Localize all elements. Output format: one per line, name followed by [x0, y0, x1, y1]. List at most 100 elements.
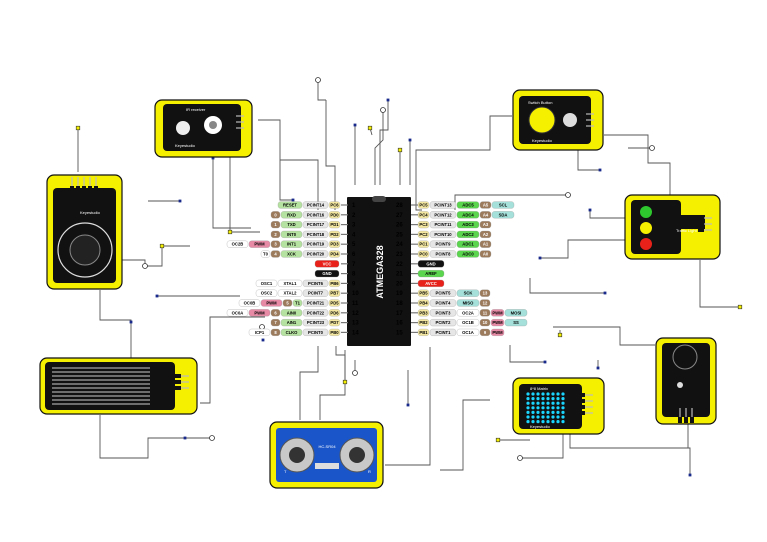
matrix-dot — [541, 406, 545, 410]
matrix-dot — [546, 406, 550, 410]
wire-end — [261, 338, 265, 342]
header-pin — [580, 118, 586, 122]
port-label — [417, 289, 430, 297]
header-pin — [70, 186, 74, 192]
matrix-dot — [531, 397, 535, 401]
matrix-dot — [551, 420, 555, 424]
func-label — [504, 319, 528, 327]
matrix-dot — [536, 415, 540, 419]
pcint-label-text: PCINT1 — [436, 330, 452, 335]
matrix-dot — [561, 410, 565, 414]
func-label-text: XTAL1 — [284, 281, 298, 286]
func-label-text: 3 — [274, 242, 277, 247]
matrix-dot — [551, 415, 555, 419]
port-label — [328, 250, 341, 258]
pin-number: 19 — [396, 291, 403, 297]
matrix-dot — [531, 401, 535, 405]
func-label — [456, 221, 480, 229]
port-label-text: PD7 — [330, 320, 339, 325]
port-label — [328, 319, 341, 327]
wire-terminal — [75, 125, 81, 131]
port-label — [417, 211, 430, 219]
pin-number: 8 — [352, 272, 356, 278]
func-label — [248, 328, 271, 336]
func-label — [456, 319, 480, 327]
pcint-label — [302, 250, 329, 258]
pcint-label — [429, 309, 457, 317]
wire-end — [598, 168, 602, 172]
port-label — [328, 289, 341, 297]
header-pin — [684, 417, 688, 423]
wire — [99, 415, 202, 459]
matrix-dot — [541, 415, 545, 419]
joystick-knob — [69, 234, 101, 266]
wire — [212, 158, 251, 229]
pcint-label-text: PCINT11 — [435, 222, 453, 227]
func-label — [277, 279, 303, 287]
port-label — [417, 250, 430, 258]
func-label-text: 6 — [274, 310, 277, 315]
func-label-text: CLKO — [286, 330, 299, 335]
func-label — [456, 211, 480, 219]
ultrasonic-crystal — [315, 463, 339, 469]
port-label — [417, 299, 430, 307]
pin-number: 7 — [352, 262, 356, 268]
port-label — [417, 240, 430, 248]
pcint-label-text: PCINT21 — [307, 301, 325, 306]
water-sensor-module — [39, 357, 198, 415]
header-pin — [580, 124, 586, 128]
matrix-dot — [531, 406, 535, 410]
pin-number: 18 — [396, 301, 403, 307]
matrix-dot — [541, 410, 545, 414]
port-label-text: PC5 — [419, 203, 428, 208]
func-label-text: RESET — [283, 203, 297, 208]
wire-terminal — [367, 125, 373, 131]
port-label — [417, 221, 430, 229]
matrix-dot — [556, 397, 560, 401]
matrix-dot — [536, 406, 540, 410]
wire — [699, 260, 740, 308]
header-pin — [698, 228, 704, 232]
transmitter-mesh — [289, 447, 305, 463]
func-label-text: 7 — [274, 320, 277, 325]
func-label-text: XTAL2 — [284, 291, 298, 296]
pcint-label — [429, 221, 457, 229]
func-label-text: T1 — [295, 301, 301, 306]
wire-end — [211, 156, 215, 160]
wire — [379, 100, 389, 185]
pin-number: 9 — [352, 281, 356, 287]
func-label — [260, 299, 283, 307]
port-label-text: PB0 — [330, 330, 339, 335]
pcint-label — [429, 250, 457, 258]
wire — [229, 148, 260, 233]
func-label — [255, 289, 278, 297]
func-label — [270, 221, 281, 229]
func-label — [280, 230, 303, 238]
matrix-dot — [531, 392, 535, 396]
port-label-text: PC1 — [419, 242, 428, 247]
joystick-brand: Keyestudio — [80, 210, 101, 215]
port-label-text: PC2 — [419, 232, 428, 237]
pin-number: 17 — [396, 311, 403, 317]
wire-node — [380, 107, 386, 113]
func-label — [456, 289, 480, 297]
port-label — [328, 240, 341, 248]
pcint-label — [302, 221, 329, 229]
matrix-dot — [561, 406, 565, 410]
matrix-dot — [536, 420, 540, 424]
func-label-text: T0 — [263, 252, 269, 257]
func-label-text: A3 — [483, 222, 489, 227]
func-label — [277, 201, 303, 209]
pin-number: 5 — [352, 242, 356, 248]
matrix-module-brand: Keyestudio — [530, 424, 551, 429]
port-label — [417, 201, 430, 209]
wire-terminal — [342, 379, 348, 385]
func-label — [479, 319, 491, 327]
